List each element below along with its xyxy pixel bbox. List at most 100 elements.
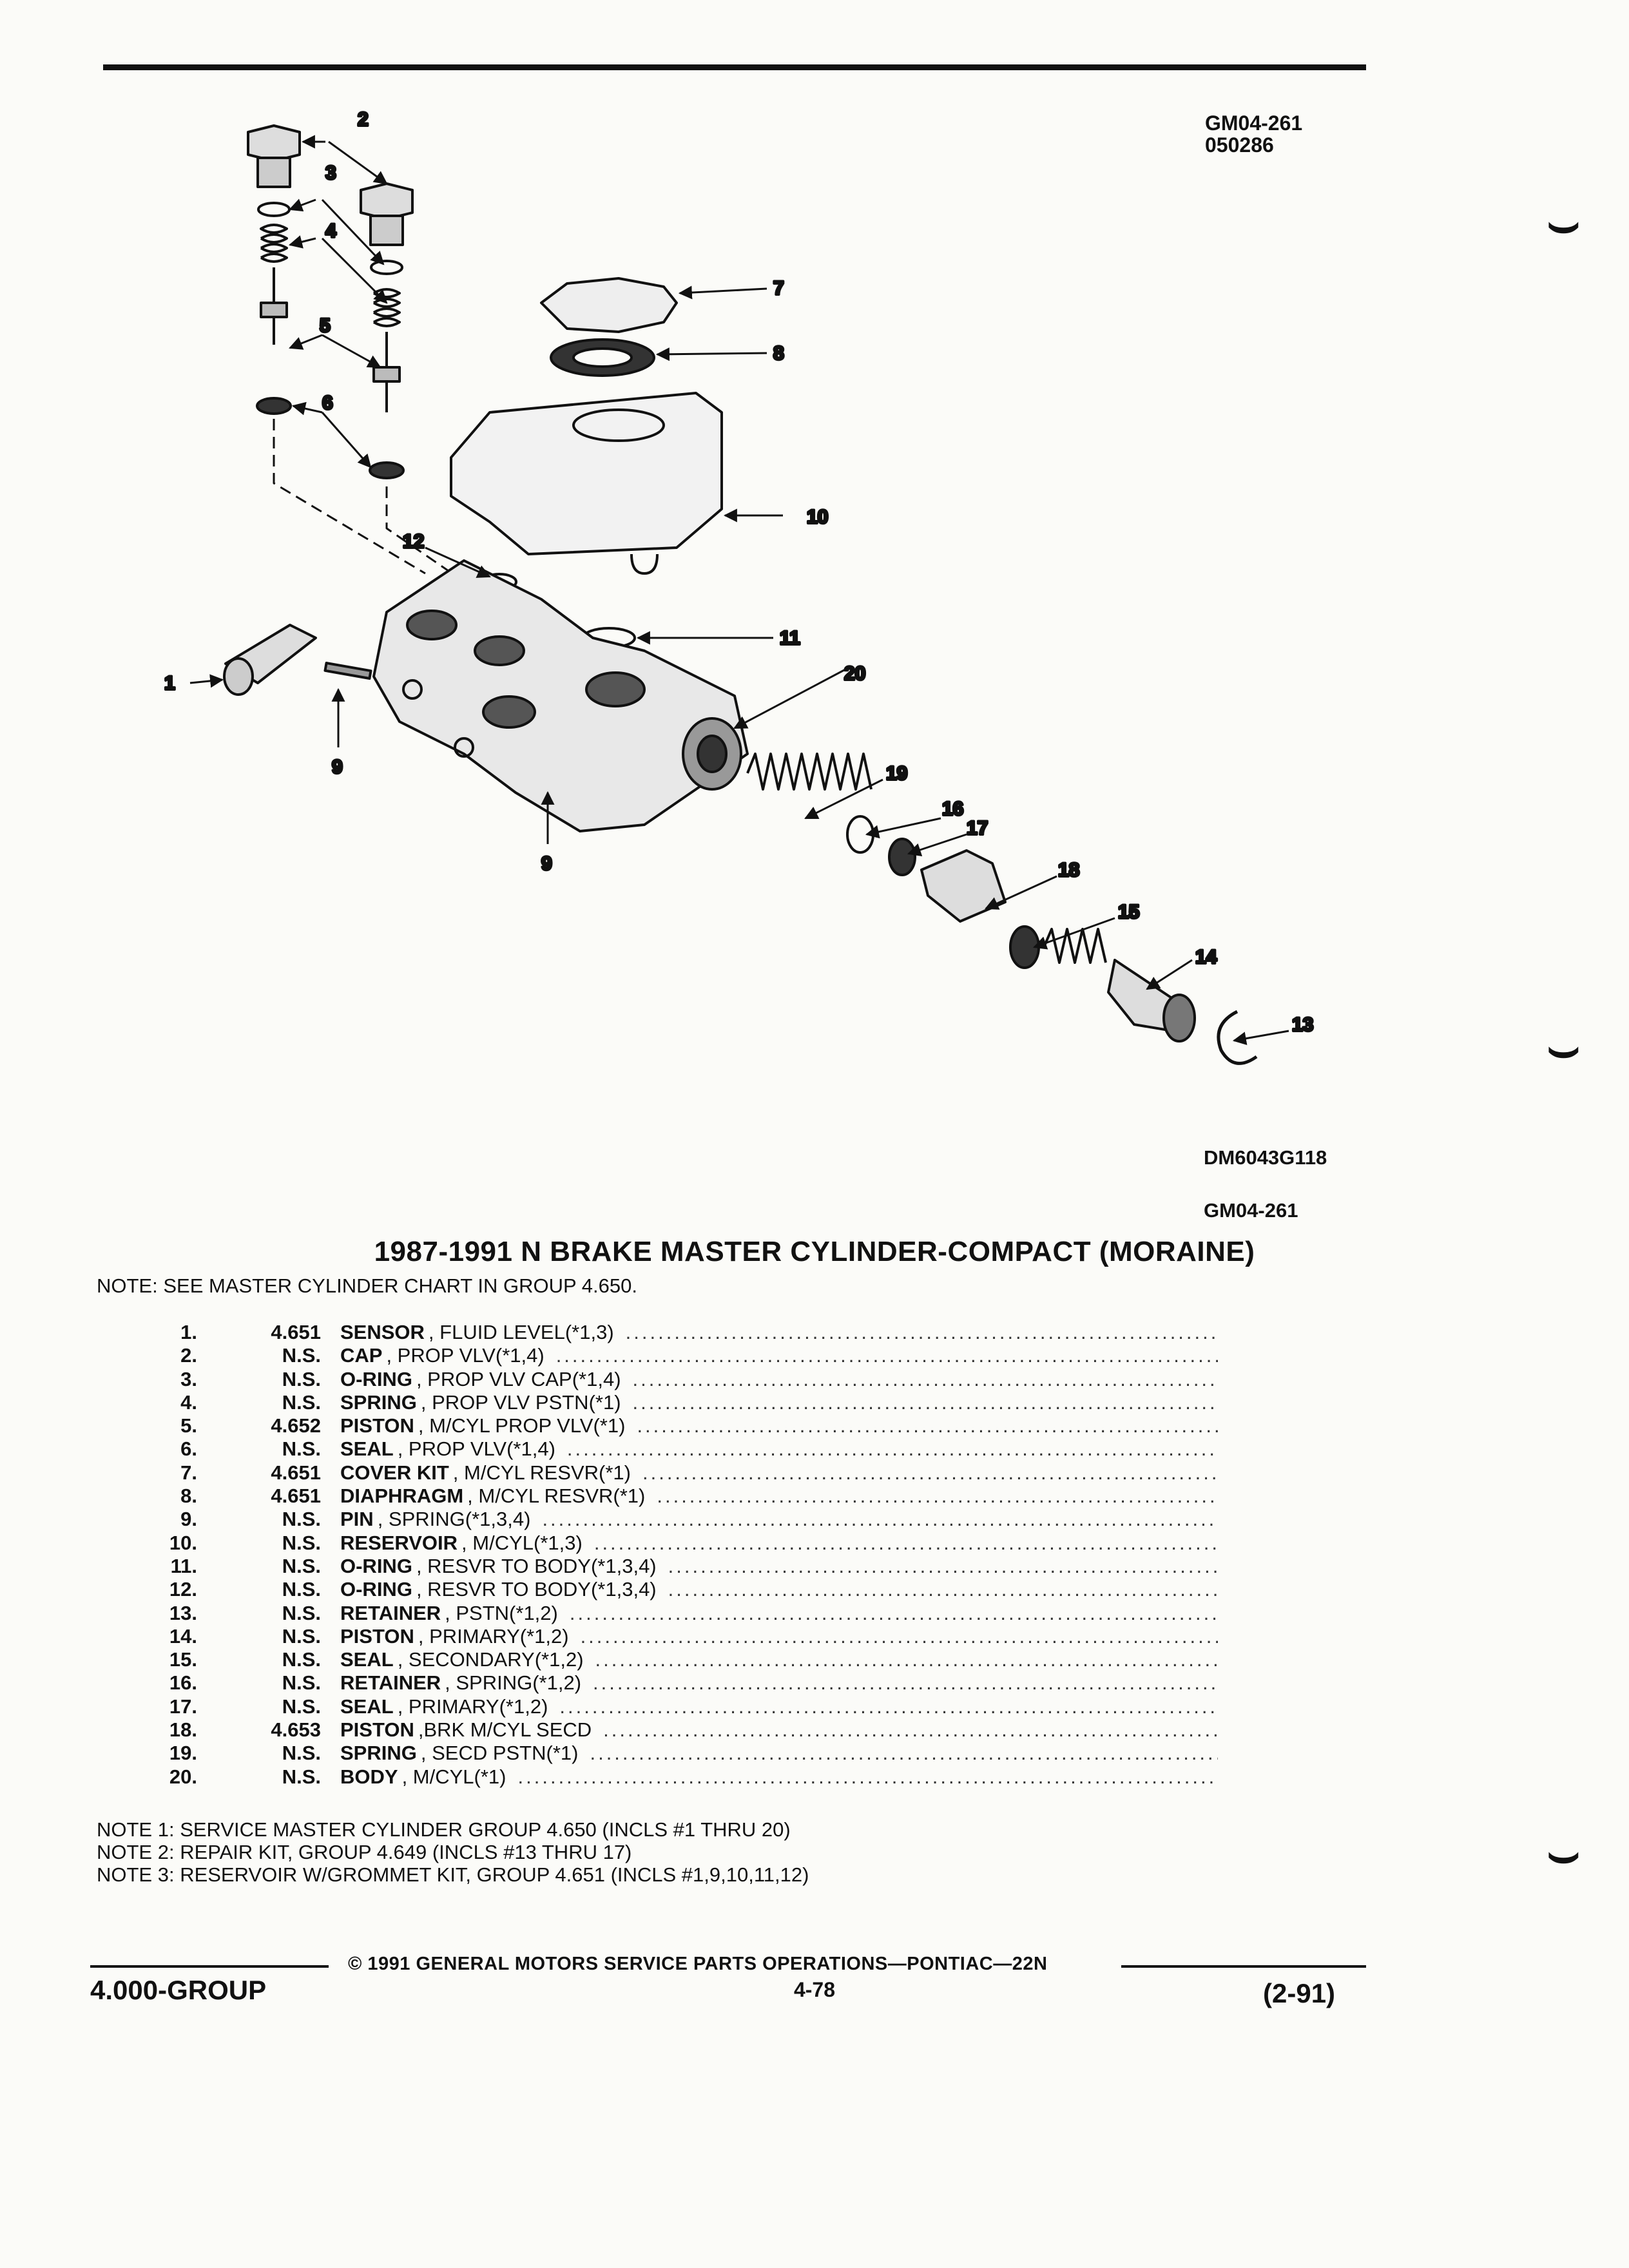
part-number: 15. <box>169 1648 197 1671</box>
part-name: SPRING <box>340 1390 417 1414</box>
part-number: 8. <box>180 1485 197 1508</box>
page-number: 4-78 <box>793 1978 836 2001</box>
part-group: 4.652 <box>271 1414 321 1437</box>
dot-leader <box>595 1648 1218 1671</box>
part-number: 20. <box>169 1765 197 1788</box>
dot-leader <box>594 1532 1218 1555</box>
part-number: 14. <box>169 1624 197 1648</box>
page-title: 1987-1991 N BRAKE MASTER CYLINDER-COMPAC… <box>374 1236 1255 1267</box>
callout-10: 10 <box>807 506 828 528</box>
part-number: 10. <box>169 1531 197 1554</box>
part-name: COVER KIT <box>340 1461 449 1484</box>
part-group: N.S. <box>282 1624 321 1648</box>
part-description: , PRIMARY(*1,2) <box>418 1624 569 1648</box>
part-description: , PROP VLV PSTN(*1) <box>420 1390 621 1414</box>
secondary-piston-spring <box>746 753 872 791</box>
part-row: 10. N.S. RESERVOIR, M/CYL(*1,3) <box>155 1532 1218 1555</box>
part-group: 4.651 <box>271 1485 321 1508</box>
part-description: , FLUID LEVEL(*1,3) <box>428 1321 614 1343</box>
part-row: 19.N.S.SPRING, SECD PSTN(*1) <box>155 1742 1218 1765</box>
callout-12: 12 <box>403 531 424 552</box>
footer-group: 4.000-GROUP <box>90 1975 267 2005</box>
part-number: 16. <box>169 1671 197 1695</box>
part-row: 17.N.S.SEAL, PRIMARY(*1,2) <box>155 1695 1218 1718</box>
dot-leader <box>668 1555 1218 1578</box>
part-name: PIN <box>340 1508 374 1531</box>
dot-leader <box>567 1437 1218 1461</box>
revision-date: (2-91) <box>1263 1978 1336 2008</box>
part-number: 1. <box>180 1321 197 1343</box>
part-group: N.S. <box>282 1648 321 1671</box>
dot-leader <box>637 1414 1218 1437</box>
part-description: , M/CYL PROP VLV(*1) <box>418 1414 626 1437</box>
binder-mark: ⌣ <box>1547 1019 1581 1076</box>
part-group: N.S. <box>282 1554 321 1577</box>
reservoir-cover <box>540 277 678 377</box>
part-name: SEAL <box>340 1648 394 1671</box>
part-group: N.S. <box>282 1765 321 1788</box>
footnote-3: NOTE 3: RESERVOIR W/GROMMET KIT, GROUP 4… <box>97 1863 809 1886</box>
part-description: , SPRING(*1,2) <box>445 1671 582 1695</box>
callout-1: 1 <box>164 673 175 694</box>
footer-rule-left <box>90 1965 329 1968</box>
callout-8: 8 <box>773 343 784 364</box>
footnotes: NOTE 1: SERVICE MASTER CYLINDER GROUP 4.… <box>97 1818 809 1886</box>
part-number: 3. <box>180 1367 197 1390</box>
part-name: SENSOR <box>340 1321 425 1343</box>
part-number: 18. <box>169 1718 197 1742</box>
part-name: O-RING <box>340 1554 412 1577</box>
part-description: , SPRING(*1,3,4) <box>377 1508 531 1531</box>
part-group: 4.651 <box>271 1461 321 1484</box>
part-name: SEAL <box>340 1695 394 1718</box>
part-row: 9.N.S.PIN, SPRING(*1,3,4) <box>155 1508 1218 1531</box>
part-number: 5. <box>180 1414 197 1437</box>
part-group: N.S. <box>282 1367 321 1390</box>
part-group: N.S. <box>282 1742 321 1765</box>
part-description: , PROP VLV CAP(*1,4) <box>416 1367 621 1390</box>
exploded-view-diagram: 2 3 4 5 6 7 8 10 11 12 1 9 9 20 19 16 17… <box>163 110 1315 1065</box>
callout-19: 19 <box>886 763 907 784</box>
part-number: 4. <box>180 1390 197 1414</box>
part-description: , M/CYL(*1,3) <box>461 1531 583 1554</box>
part-name: CAP <box>340 1344 383 1367</box>
part-description: , PROP VLV(*1,4) <box>386 1344 545 1367</box>
part-description: , PRIMARY(*1,2) <box>397 1695 548 1718</box>
part-name: PISTON <box>340 1718 414 1742</box>
callout-9b: 9 <box>541 853 552 874</box>
part-row: 2.N.S.CAP, PROP VLV(*1,4) <box>155 1344 1218 1367</box>
dot-leader <box>542 1508 1218 1531</box>
callout-14: 14 <box>1195 947 1217 968</box>
footnote-2: NOTE 2: REPAIR KIT, GROUP 4.649 (INCLS #… <box>97 1841 632 1863</box>
part-group: N.S. <box>282 1578 321 1601</box>
dot-leader <box>657 1485 1218 1508</box>
part-number: 2. <box>180 1344 197 1367</box>
dot-leader <box>668 1578 1218 1601</box>
part-name: DIAPHRAGM <box>340 1485 464 1508</box>
part-description: , PROP VLV(*1,4) <box>397 1437 555 1461</box>
part-number: 13. <box>169 1601 197 1624</box>
part-group: N.S. <box>282 1508 321 1531</box>
prop-valve-stack-right <box>360 182 414 479</box>
part-description: , SECD PSTN(*1) <box>420 1742 579 1765</box>
callout-5: 5 <box>320 315 331 336</box>
part-name: SPRING <box>340 1742 417 1765</box>
part-name: RETAINER <box>340 1601 441 1624</box>
part-number: 7. <box>180 1461 197 1484</box>
dot-leader <box>593 1671 1218 1695</box>
figure-code: 050286 <box>1205 133 1274 157</box>
part-group: N.S. <box>282 1531 321 1554</box>
callout-18: 18 <box>1058 860 1079 881</box>
part-description: , SECONDARY(*1,2) <box>397 1648 584 1671</box>
prop-valve-stack-left <box>247 124 301 415</box>
callout-2: 2 <box>358 110 369 130</box>
part-name: RESERVOIR <box>340 1531 458 1554</box>
chart-note: NOTE: SEE MASTER CYLINDER CHART IN GROUP… <box>97 1274 637 1297</box>
part-row: 6.N.S.SEAL, PROP VLV(*1,4) <box>155 1437 1218 1461</box>
dot-leader <box>590 1742 1218 1765</box>
part-row: 16.N.S.RETAINER, SPRING(*1,2) <box>155 1671 1218 1695</box>
binder-mark: ⌣ <box>1547 194 1581 251</box>
top-rule <box>103 64 1366 70</box>
